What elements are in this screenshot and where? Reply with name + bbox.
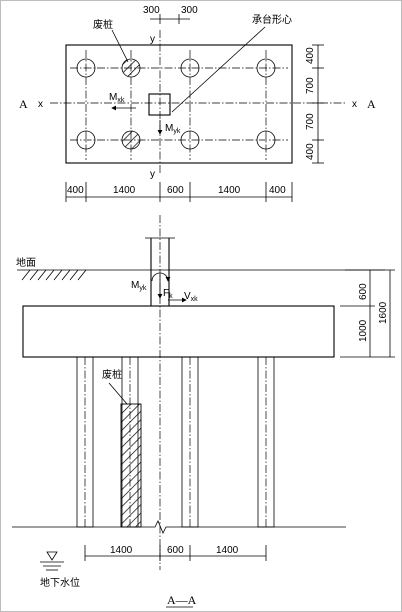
water-level-symbol	[46, 551, 58, 561]
abandoned-pile-section	[120, 403, 142, 528]
dim-right-700-top: 700	[305, 77, 316, 94]
section-title: A—A	[167, 593, 197, 607]
column-plan	[148, 93, 171, 116]
groundwater-label: 地下水位	[40, 576, 80, 589]
cap-section	[22, 305, 335, 358]
dim-section-1400-right: 1400	[216, 545, 239, 556]
moment-arc	[151, 272, 171, 282]
abandoned-pile-label: 废桩	[93, 18, 113, 31]
cap-plan-outline	[65, 44, 293, 164]
plan-view: 废桩 承台形心 A x x A y y Mxk Myk 300 300 400 …	[19, 5, 376, 202]
moment-y-label: Myk	[165, 123, 181, 135]
dim-bottom-1400-right: 1400	[218, 185, 241, 196]
dim-elev-600: 600	[358, 283, 369, 300]
cap-centroid-label: 承台形心	[252, 13, 292, 26]
dim-section-600: 600	[167, 545, 184, 556]
ground-label: 地面	[16, 256, 36, 269]
dim-elev-1600: 1600	[378, 301, 389, 324]
leader-line	[111, 29, 129, 63]
dim-top-300-a: 300	[143, 5, 160, 16]
dim-right-700-bottom: 700	[305, 113, 316, 130]
dim-elev-1000: 1000	[358, 319, 369, 342]
abandoned-pile-label-section: 废桩	[102, 368, 122, 381]
y-axis-label-top: y	[150, 34, 155, 45]
ground-hatch	[21, 269, 87, 281]
section-mark-right: A	[367, 97, 376, 111]
dim-bottom-1400-left: 1400	[113, 185, 136, 196]
dim-section-1400-left: 1400	[110, 545, 133, 556]
dim-bottom-400-left: 400	[67, 185, 84, 196]
x-axis-label-right: x	[352, 99, 357, 110]
dim-right-400-top: 400	[305, 47, 316, 64]
section-mark-left: A	[19, 97, 28, 111]
moment-label-section: Myk	[131, 280, 147, 292]
section-view: 地面 Myk Fk Vxk 废桩 600	[12, 215, 395, 608]
dim-right-400-bottom: 400	[305, 143, 316, 160]
dim-top-300-b: 300	[181, 5, 198, 16]
leader-line	[171, 26, 266, 113]
shear-label: Vxk	[184, 291, 198, 303]
dim-bottom-600: 600	[167, 185, 184, 196]
piles-section	[76, 356, 275, 528]
moment-x-label: Mxk	[109, 92, 125, 104]
leader-line	[108, 382, 128, 405]
dim-bottom-400-right: 400	[269, 185, 286, 196]
force-f-label: Fk	[163, 288, 173, 300]
y-axis-label-bottom: y	[150, 169, 155, 180]
break-line	[12, 520, 346, 534]
x-axis-label-left: x	[38, 99, 43, 110]
